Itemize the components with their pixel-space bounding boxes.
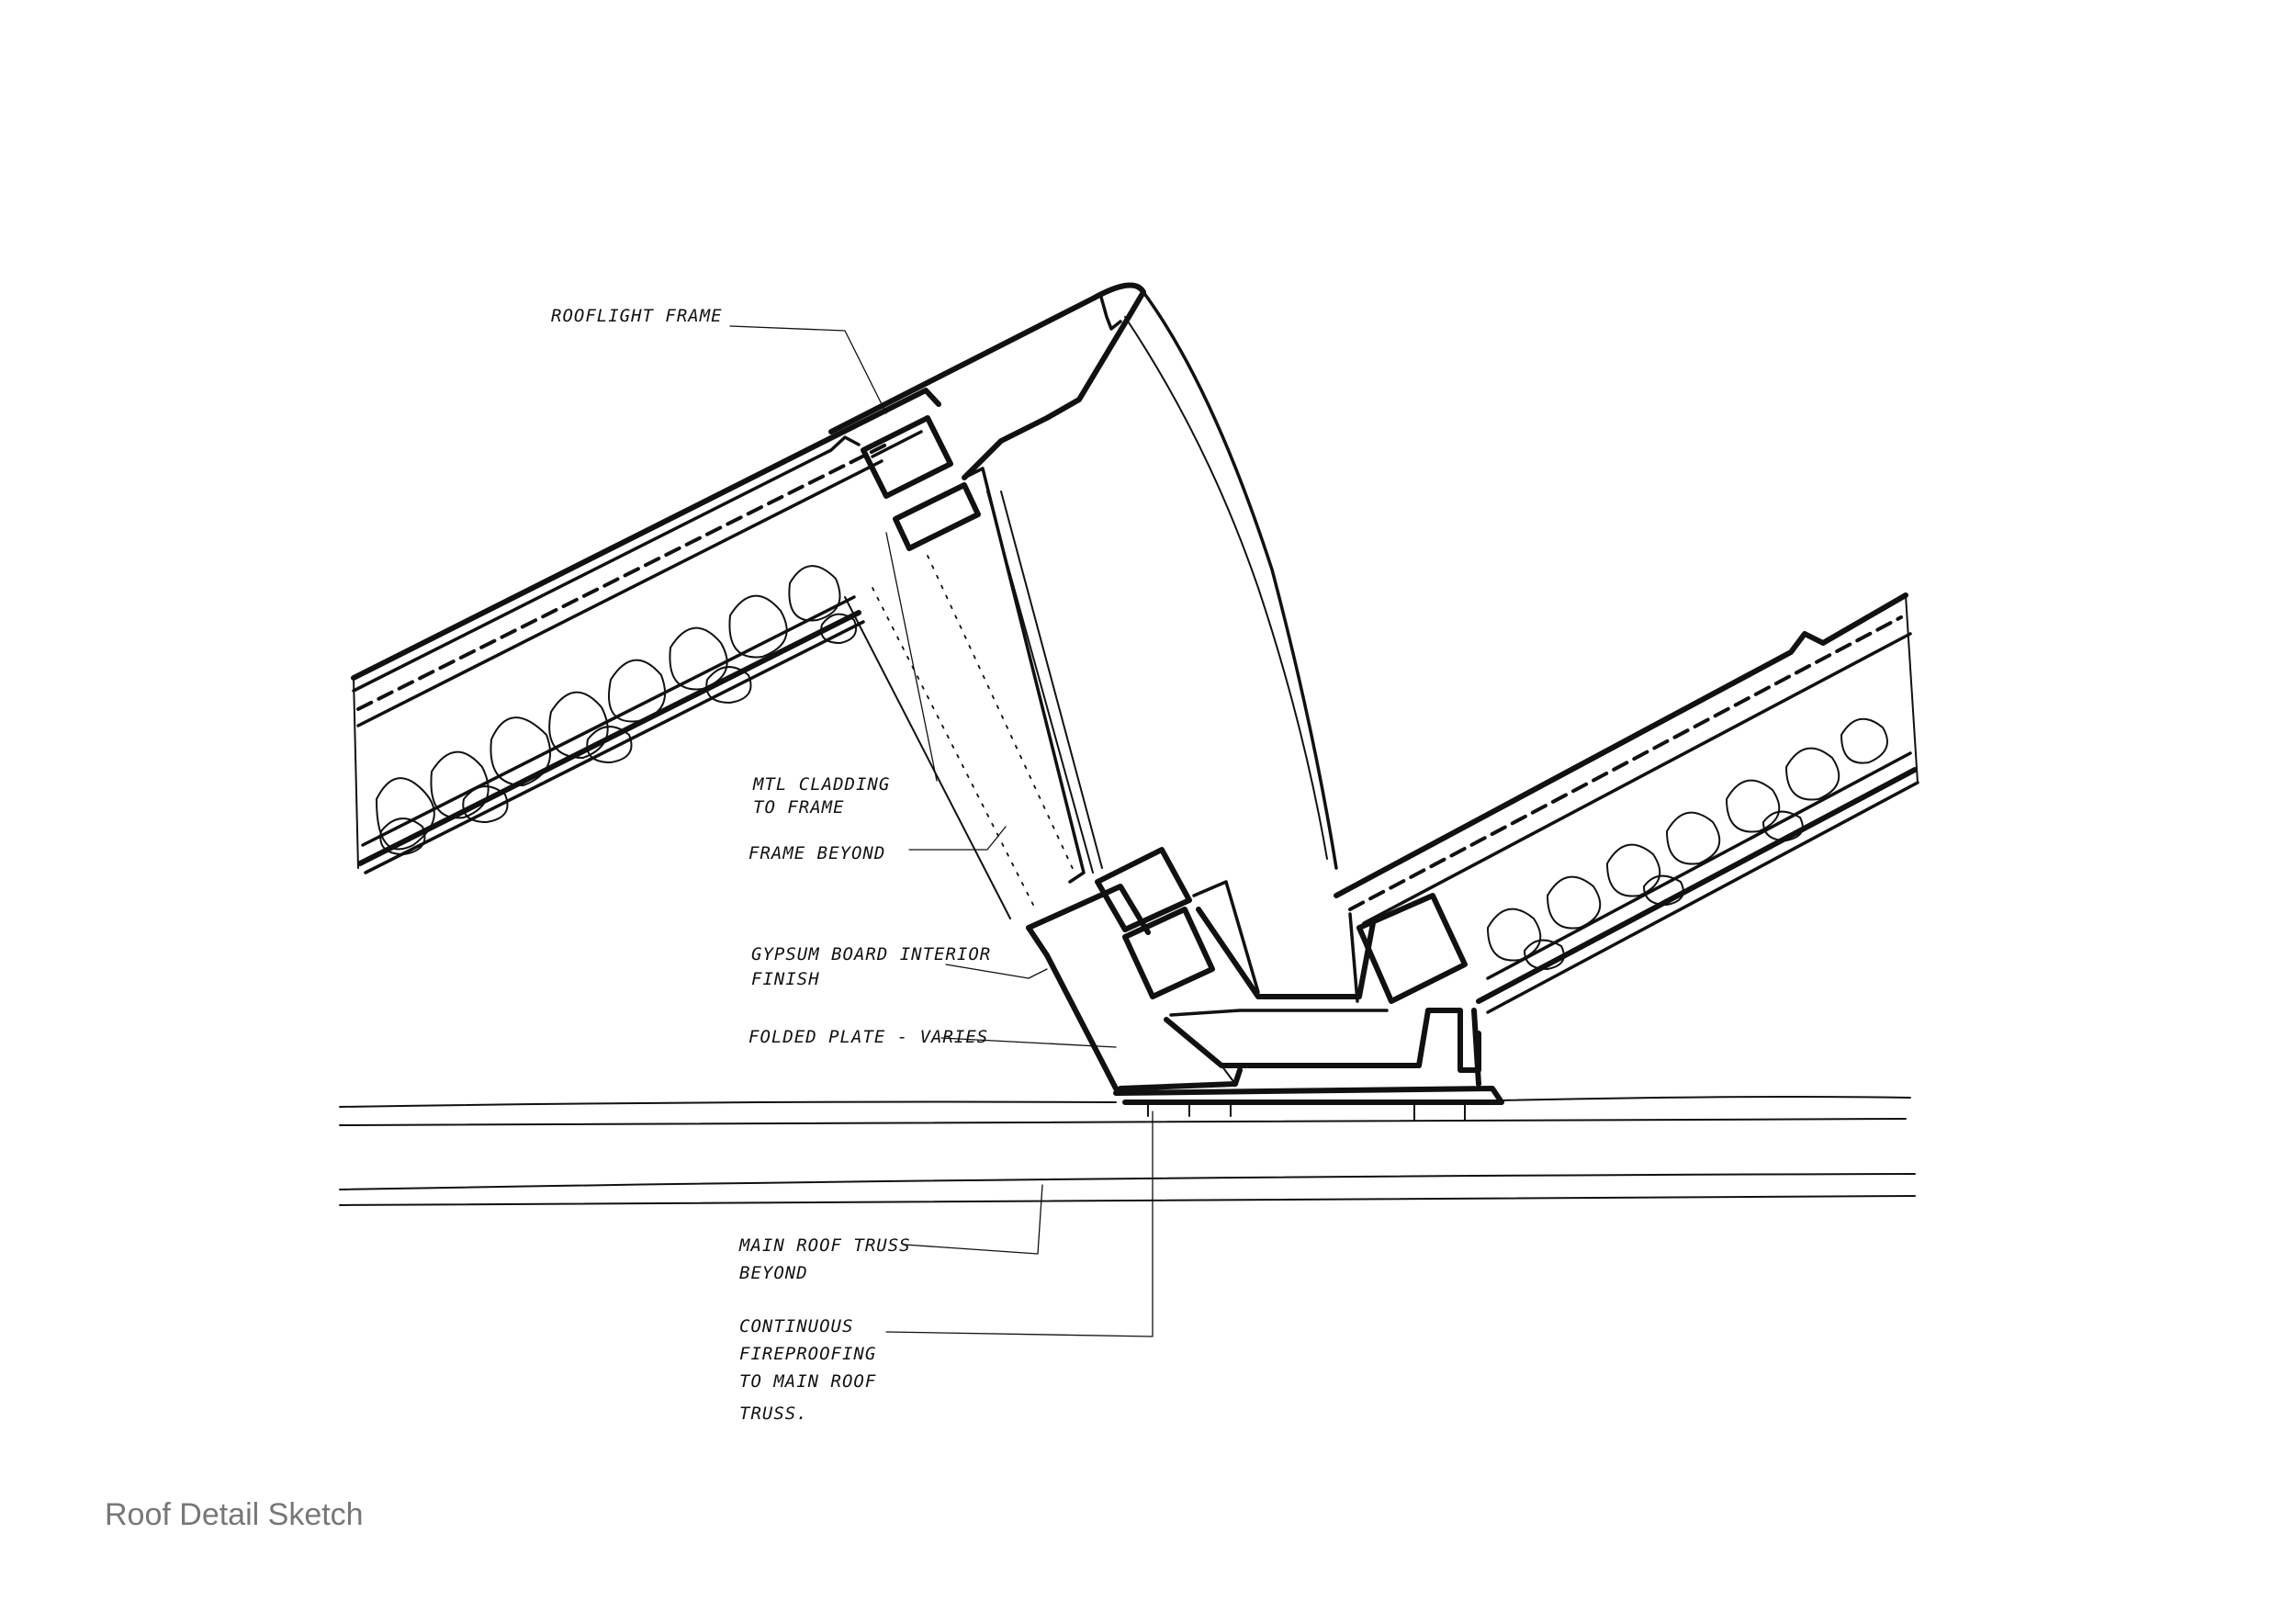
label-fireproofing-line4: TRUSS.	[739, 1404, 808, 1424]
folded-plate-gutter	[1113, 907, 1504, 1122]
label-fireproofing-line2: FIREPROOFING	[739, 1344, 876, 1364]
label-frame-beyond: FRAME BEYOND	[748, 843, 885, 863]
rooflight-frame	[828, 282, 1338, 1091]
label-folded-plate: FOLDED PLATE - VARIES	[748, 1027, 988, 1047]
main-roof-truss-lines	[339, 1096, 1916, 1206]
label-fireproofing-line3: TO MAIN ROOF	[739, 1371, 876, 1392]
label-fireproofing-line1: CONTINUOUS	[739, 1316, 853, 1336]
label-gypsum-line1: GYPSUM BOARD INTERIOR	[751, 944, 991, 964]
label-truss-line2: BEYOND	[739, 1263, 808, 1283]
leader-lines	[729, 325, 1154, 1337]
annotations: ROOFLIGHT FRAME MTL CLADDING TO FRAME FR…	[551, 306, 991, 1424]
label-truss-line1: MAIN ROOF TRUSS	[738, 1235, 911, 1256]
label-rooflight-frame: ROOFLIGHT FRAME	[551, 306, 723, 326]
label-gypsum-line2: FINISH	[751, 969, 820, 989]
left-roof-panel	[351, 388, 941, 874]
label-mtl-cladding-line2: TO FRAME	[753, 797, 845, 818]
right-roof-panel	[1334, 592, 1919, 1087]
sketch-caption: Roof Detail Sketch	[105, 1497, 364, 1532]
label-mtl-cladding-line1: MTL CLADDING	[752, 774, 890, 795]
